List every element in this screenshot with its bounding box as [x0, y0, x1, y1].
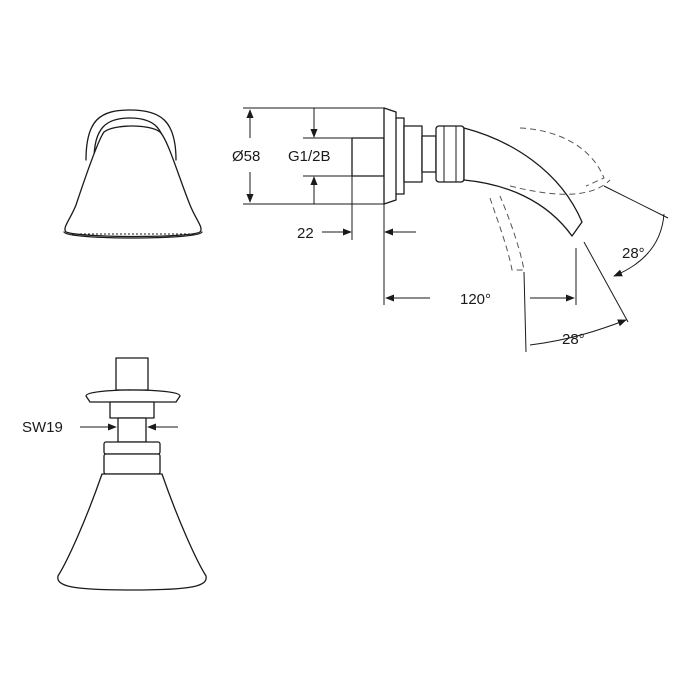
dimension-lines: [80, 107, 669, 431]
side-view: [351, 107, 611, 271]
thread-label: G1/2B: [288, 148, 331, 165]
wrench-size-label: SW19: [22, 419, 63, 436]
swivel-angle-label: 120°: [460, 291, 491, 308]
bottom-view: [57, 357, 207, 591]
tilt-angle-lower-label: 28°: [562, 331, 585, 348]
tilt-angle-upper-label: 28°: [622, 245, 645, 262]
front-view: [63, 109, 203, 239]
diameter-label: Ø58: [232, 148, 260, 165]
depth-label: 22: [297, 225, 314, 242]
